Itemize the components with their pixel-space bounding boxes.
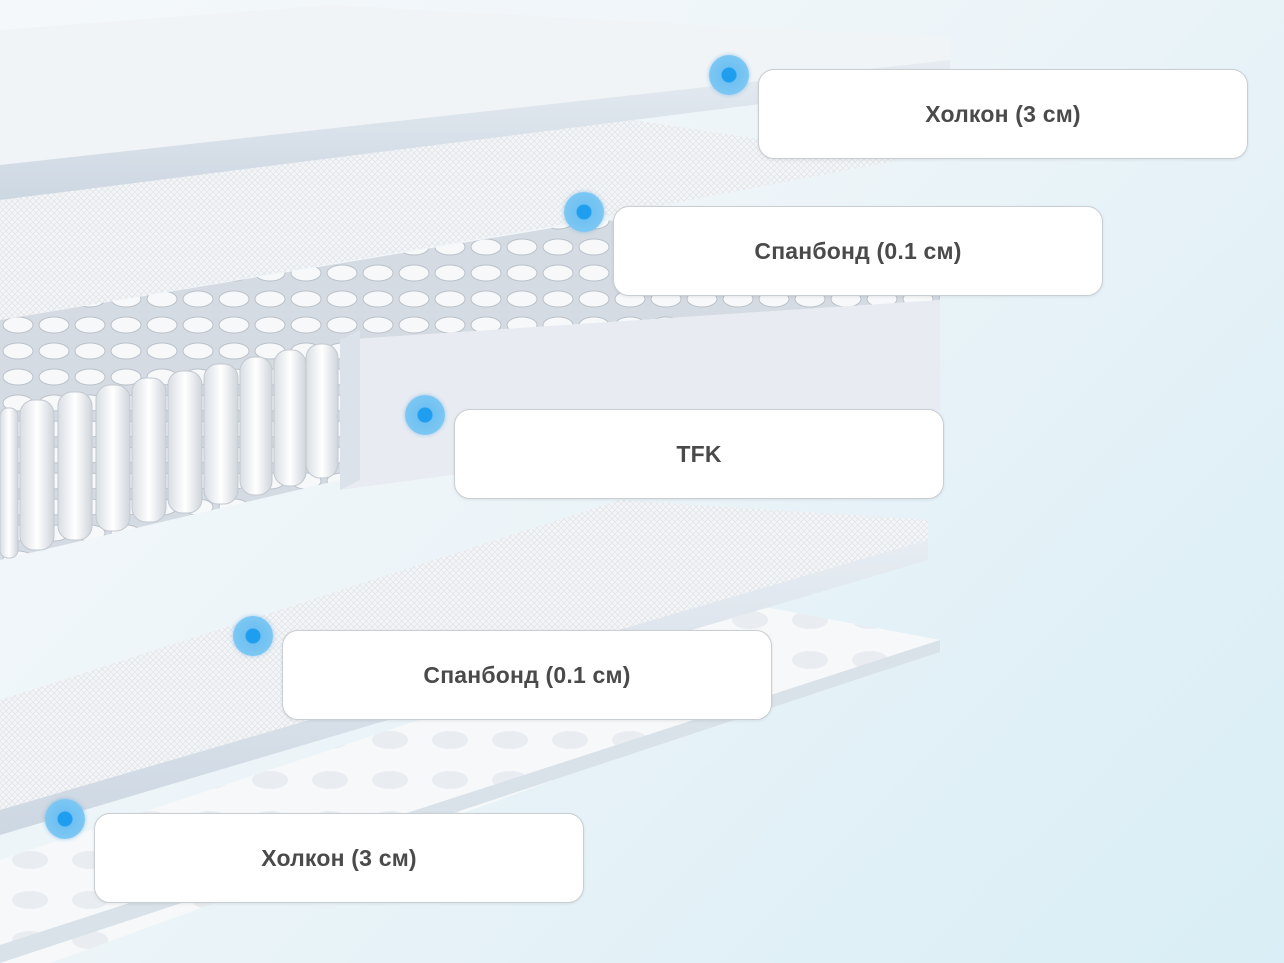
layer-marker-icon[interactable] (233, 616, 273, 656)
layer-marker-icon[interactable] (564, 192, 604, 232)
layer-label: Спанбонд (0.1 см) (613, 206, 1103, 296)
layer-label: TFK (454, 409, 944, 499)
layer-marker-icon[interactable] (45, 799, 85, 839)
layer-label: Холкон (3 см) (758, 69, 1248, 159)
layer-label: Холкон (3 см) (94, 813, 584, 903)
layer-marker-icon[interactable] (405, 395, 445, 435)
layer-label: Спанбонд (0.1 см) (282, 630, 772, 720)
top-spunbond-layer (0, 118, 900, 320)
top-holkon-layer (0, 5, 950, 200)
layer-marker-icon[interactable] (709, 55, 749, 95)
